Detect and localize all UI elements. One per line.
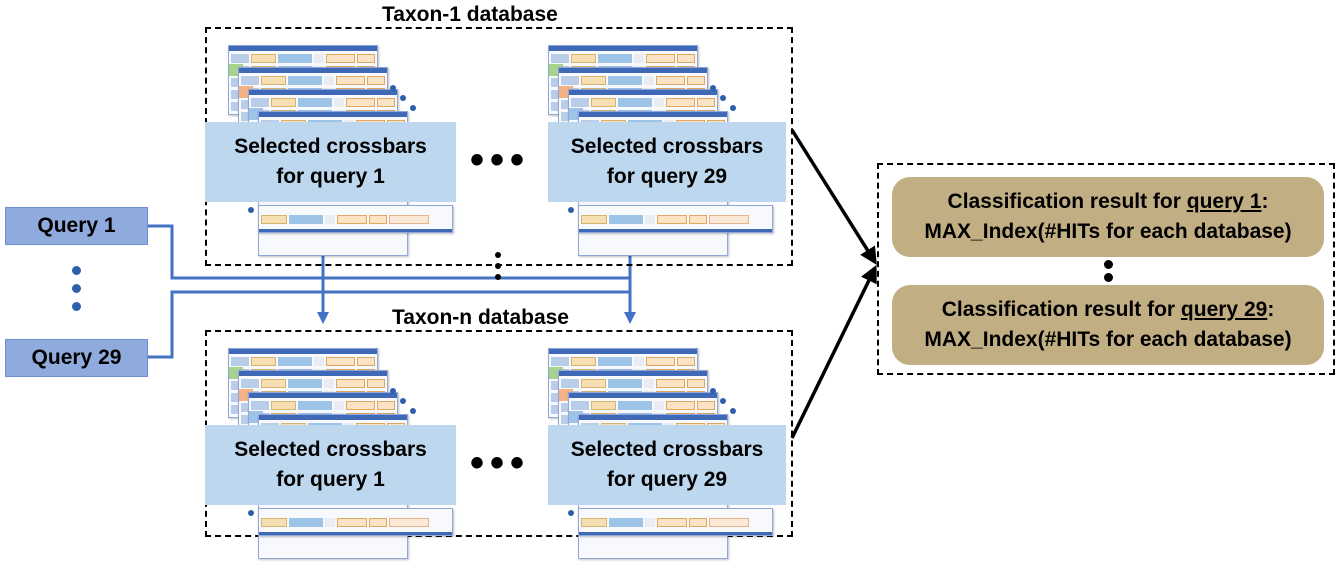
stack-continuation-dot	[710, 85, 716, 91]
stack-continuation-dot	[568, 207, 574, 213]
db-ellipsis-dot	[495, 274, 501, 280]
db-ellipsis-dot	[495, 252, 501, 258]
result-ellipsis-dot	[1104, 273, 1113, 282]
stack-continuation-dot	[720, 398, 726, 404]
connector-layer	[148, 129, 877, 439]
stack-continuation-dot	[568, 510, 574, 516]
crossbar-label-line2: for query 29	[606, 468, 728, 491]
result-query-29: Classification result for query 29: MAX_…	[892, 285, 1324, 365]
crossbar-ellipsis-bottom: •••	[470, 441, 531, 485]
arrow-bottom-to-results	[790, 264, 877, 439]
result-suffix: :	[1261, 190, 1269, 213]
result-line2: MAX_Index(#HITs for each database)	[924, 220, 1292, 243]
crossbar-sheet-last	[578, 508, 773, 536]
arrow-top-to-results	[790, 129, 877, 265]
crossbar-label-line2: for query 29	[606, 165, 728, 188]
stack-continuation-dot	[248, 510, 254, 516]
stack-continuation-dot	[400, 95, 406, 101]
crossbar-ellipsis-top: •••	[470, 138, 531, 182]
stack-continuation-dot	[710, 388, 716, 394]
crossbar-sheet-last	[578, 205, 773, 233]
crossbar-label-line2: for query 1	[276, 165, 385, 188]
crossbar-label-bottom-first: Selected crossbars for query 1	[205, 425, 456, 505]
result-line1: Classification result for query 29:	[892, 295, 1324, 325]
stack-continuation-dot	[390, 85, 396, 91]
crossbar-label-line1: Selected crossbars	[570, 135, 764, 158]
result-query-ref: query 1	[1186, 190, 1262, 213]
query-29-connector	[148, 290, 630, 359]
crossbar-label-line1: Selected crossbars	[234, 135, 427, 158]
query-1-box: Query 1	[5, 207, 148, 245]
result-query-ref: query 29	[1180, 298, 1268, 321]
result-suffix: :	[1267, 298, 1275, 321]
result-prefix: Classification result for	[947, 190, 1187, 213]
stack-continuation-dot	[248, 207, 254, 213]
query-ellipsis-dot	[72, 266, 81, 275]
stack-continuation-dot	[390, 388, 396, 394]
stack-continuation-dot	[720, 95, 726, 101]
result-line1: Classification result for query 1:	[892, 187, 1324, 217]
result-ellipsis-dot	[1104, 260, 1113, 269]
results-frame	[877, 163, 1335, 375]
crossbar-sheet-last	[258, 205, 453, 233]
query-1-connector	[148, 224, 630, 280]
crossbar-sheet-last	[258, 508, 453, 536]
result-prefix: Classification result for	[941, 298, 1181, 321]
result-query-1: Classification result for query 1: MAX_I…	[892, 177, 1324, 257]
stack-continuation-dot	[730, 105, 736, 111]
stack-continuation-dot	[410, 105, 416, 111]
stack-continuation-dot	[410, 408, 416, 414]
crossbar-label-top-first: Selected crossbars for query 1	[205, 122, 456, 202]
bottom-database-title: Taxon-n database	[392, 306, 569, 329]
crossbar-label-line1: Selected crossbars	[234, 438, 427, 461]
result-line2: MAX_Index(#HITs for each database)	[924, 328, 1292, 351]
crossbar-label-top-last: Selected crossbars for query 29	[548, 122, 786, 202]
stack-continuation-dot	[400, 398, 406, 404]
stack-continuation-dot	[730, 408, 736, 414]
crossbar-label-bottom-last: Selected crossbars for query 29	[548, 425, 786, 505]
top-database-title: Taxon-1 database	[382, 3, 558, 26]
query-29-box: Query 29	[5, 339, 148, 377]
crossbar-label-line2: for query 1	[276, 468, 385, 491]
query-ellipsis-dot	[72, 284, 81, 293]
crossbar-label-line1: Selected crossbars	[570, 438, 764, 461]
query-ellipsis-dot	[72, 302, 81, 311]
